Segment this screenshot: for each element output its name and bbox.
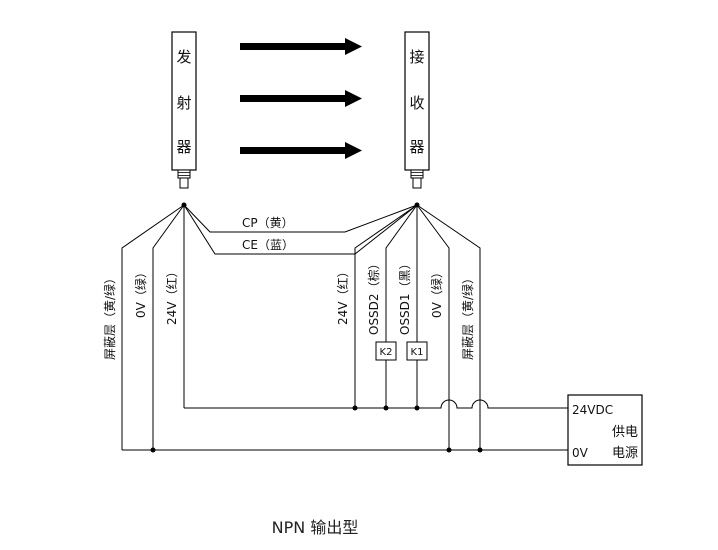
junction-dot	[414, 405, 420, 411]
ce-label: CE（蓝）	[242, 238, 294, 252]
tx-24v-label: 24V（红）	[164, 266, 179, 325]
power-supply-name-line2: 电源	[612, 446, 638, 461]
tx-0v-label: 0V（绿）	[133, 266, 148, 318]
cp-cable	[183, 204, 418, 233]
rx-ossd2-label: OSSD2（棕）	[366, 257, 381, 335]
receiver-char-2: 收	[409, 94, 424, 112]
wires	[121, 204, 568, 451]
rx-24v-wire	[354, 204, 418, 408]
transmitter: 发 射 器	[171, 31, 197, 189]
junction-dot	[446, 447, 452, 453]
power-supply-24v-label: 24VDC	[572, 403, 613, 417]
beam-arrows	[240, 38, 362, 159]
beam-arrow-icon	[240, 142, 362, 159]
relay-k2-label: K2	[380, 347, 393, 358]
receiver: 接 收 器	[404, 31, 430, 189]
junction-dot	[150, 447, 156, 453]
junction-dot	[383, 405, 389, 411]
rx-shield-label: 屏蔽层（黄/绿）	[460, 272, 475, 360]
receiver-char-1: 接	[409, 48, 424, 66]
power-supply: 24VDC 0V 供电 电源	[567, 394, 643, 466]
transmitter-char-3: 器	[176, 138, 191, 156]
rx-0v-wire	[416, 204, 450, 450]
transmitter-char-2: 射	[176, 94, 191, 112]
beam-arrow-icon	[240, 38, 362, 55]
rx-shield-wire	[416, 204, 481, 450]
diagram-caption: NPN 输出型	[272, 518, 359, 537]
rx-0v-label: 0V（绿）	[429, 266, 444, 318]
junctions	[150, 202, 483, 453]
power-supply-name-line1: 供电	[612, 425, 638, 440]
relay-k2: K2	[375, 341, 397, 361]
rx-ossd1-label: OSSD1（黑）	[398, 257, 412, 335]
junction-dot	[352, 405, 358, 411]
tx-shield-wire	[121, 204, 185, 450]
ce-cable	[183, 204, 418, 255]
junction-dot	[414, 202, 420, 208]
tx-shield-label: 屏蔽层（黄/绿）	[102, 272, 117, 360]
tx-0v-wire	[152, 204, 185, 450]
receiver-char-3: 器	[409, 138, 424, 156]
transmitter-char-1: 发	[176, 48, 191, 66]
power-supply-0v-label: 0V	[572, 446, 589, 460]
junction-dot	[181, 202, 187, 208]
beam-arrow-icon	[240, 90, 362, 107]
cp-label: CP（黄）	[242, 216, 294, 230]
rx-ossd2-wire	[385, 204, 418, 342]
rx-24v-label: 24V（红）	[335, 266, 350, 325]
v24-bus	[184, 399, 568, 409]
relay-k1-label: K1	[411, 347, 424, 358]
junction-dot	[477, 447, 483, 453]
relay-k1: K1	[406, 341, 428, 361]
